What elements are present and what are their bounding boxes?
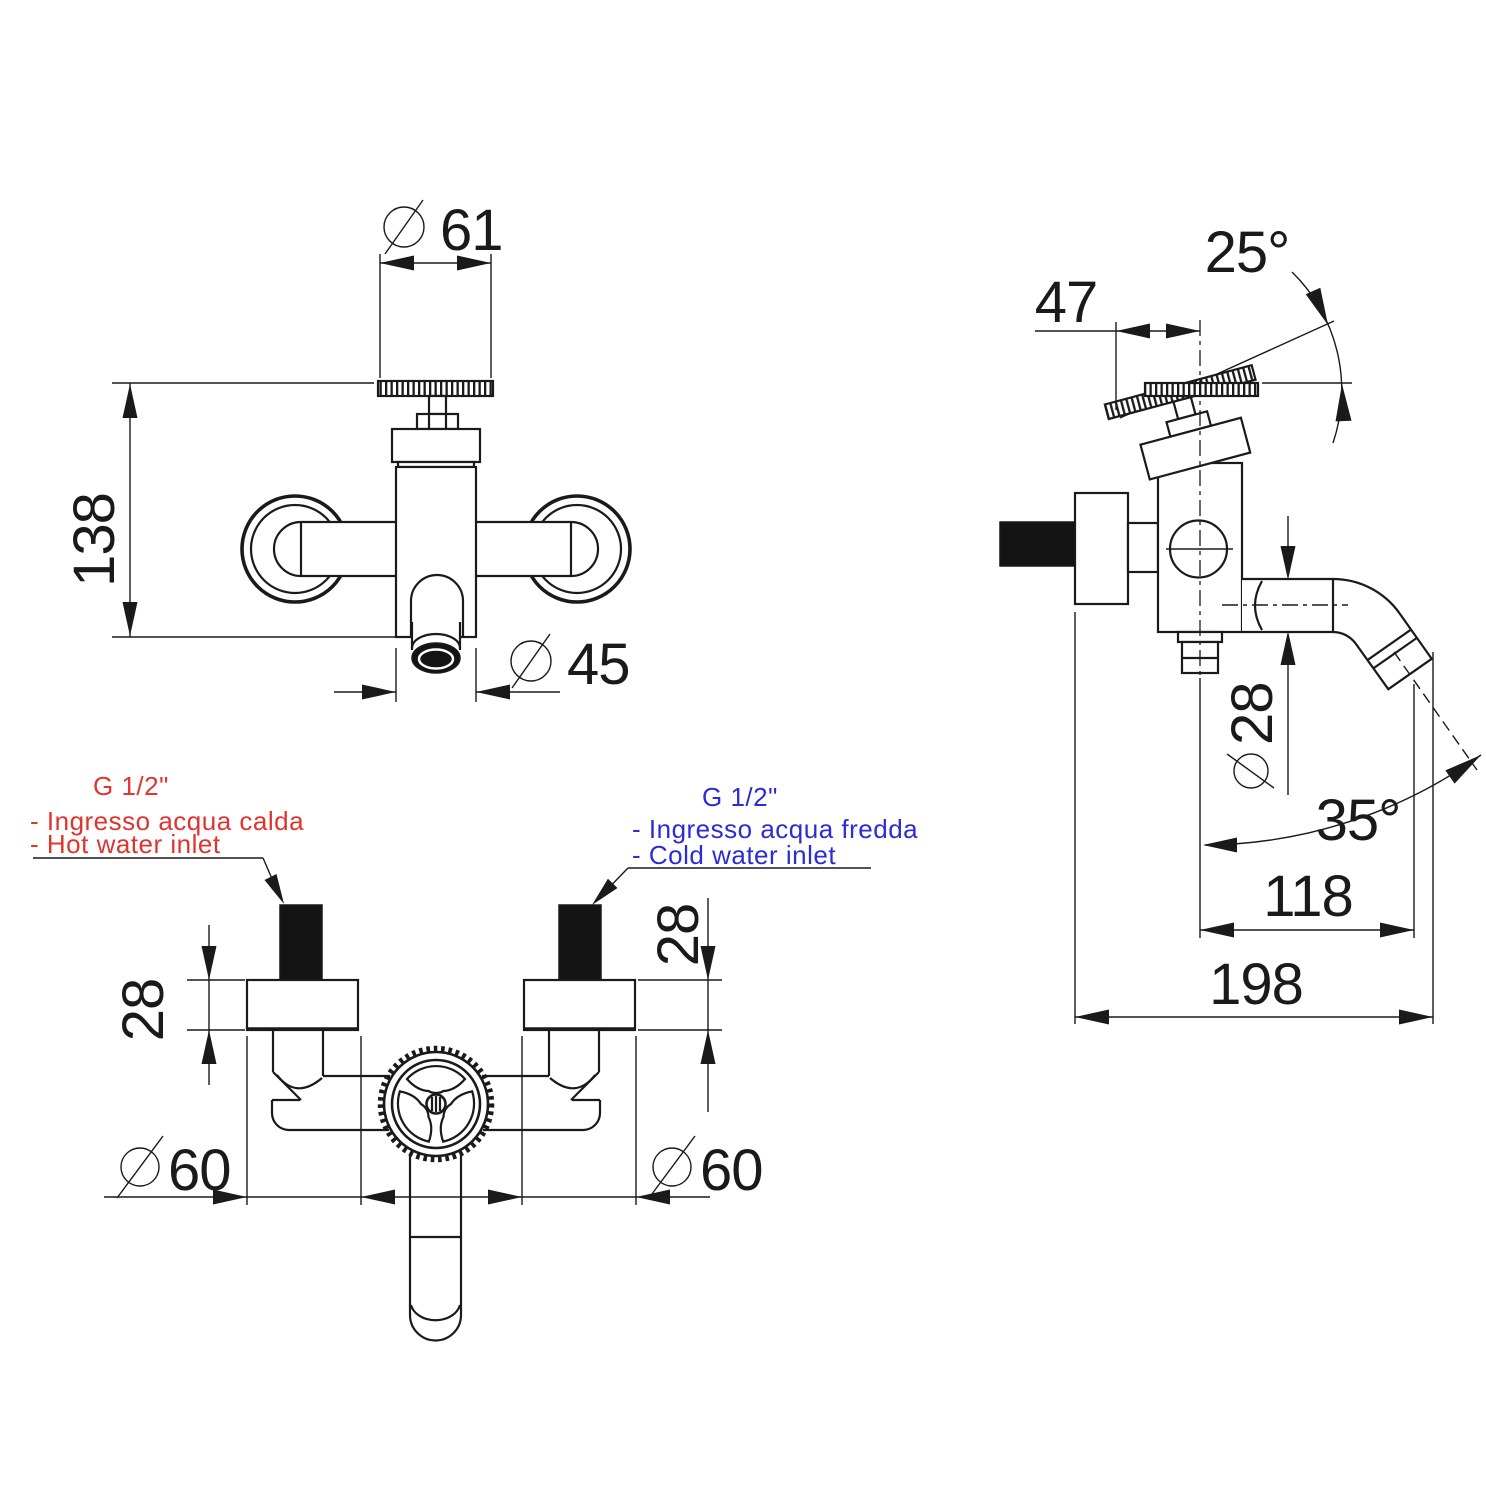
- front-arms: [272, 520, 600, 578]
- cold-water-label: G 1/2" - Ingresso acqua fredda - Cold wa…: [592, 782, 918, 905]
- dim-flange-diameters: 60 60: [104, 1036, 764, 1205]
- diameter-symbol: [652, 1147, 692, 1187]
- plan-spout: [408, 1155, 463, 1342]
- side-connector: [1126, 521, 1160, 574]
- plan-view: [245, 904, 637, 1342]
- side-view: [999, 320, 1434, 691]
- side-spout: [1222, 577, 1434, 691]
- side-handwheel-rim: [1143, 381, 1260, 398]
- cold-thread-label: G 1/2": [702, 782, 778, 812]
- side-wall-flange: [1073, 491, 1130, 606]
- dim-right-flange-diameter-label: 60: [700, 1138, 763, 1203]
- hot-water-label: G 1/2" - Ingresso acqua calda - Hot wate…: [30, 771, 304, 904]
- dim-overall-depth-label: 198: [1209, 952, 1303, 1017]
- plan-handwheel: [377, 1045, 495, 1163]
- diameter-symbol: [120, 1147, 160, 1187]
- cold-label-english: - Cold water inlet: [632, 840, 836, 870]
- dim-right-flange-depth: 28: [638, 898, 722, 1112]
- front-view: [240, 379, 632, 674]
- hot-label-english: - Hot water inlet: [30, 829, 221, 859]
- dim-left-flange-diameter-label: 60: [168, 1138, 231, 1203]
- dim-handle-diameter: 61: [379, 198, 504, 378]
- dim-overall-height: 138: [62, 382, 408, 638]
- dim-handle-angle: 25°: [1205, 220, 1352, 444]
- dim-spout-reach-label: 118: [1263, 864, 1352, 929]
- dim-handle-offset-label: 47: [1035, 270, 1098, 335]
- plan-wall-flanges: [245, 978, 637, 1032]
- plan-arms: [270, 1030, 602, 1132]
- hot-thread-label: G 1/2": [93, 771, 169, 801]
- dim-overall-depth: 198: [1074, 612, 1434, 1025]
- front-body: [394, 465, 478, 674]
- hot-label-italian: - Ingresso acqua calda: [30, 806, 304, 836]
- diameter-symbol: [383, 206, 425, 248]
- front-dimensions: 61 138 45: [62, 198, 631, 702]
- dim-handle-offset: 47: [1035, 270, 1200, 410]
- front-handwheel: [376, 379, 495, 431]
- dim-right-flange-depth-label: 28: [646, 904, 711, 967]
- side-inlet-thread: [999, 521, 1076, 567]
- dim-spout-angle: 35°: [1203, 651, 1482, 853]
- side-dimensions: 47 25° 28 35°: [1035, 220, 1482, 1025]
- dim-overall-height-label: 138: [62, 493, 127, 587]
- plan-hot-inlet-thread: [279, 904, 323, 981]
- diameter-symbol: [510, 640, 552, 682]
- diameter-symbol: [1233, 753, 1269, 789]
- dim-spout-angle-label: 35°: [1316, 788, 1401, 853]
- dim-body-diameter: 45: [334, 632, 631, 702]
- front-bonnet: [390, 427, 482, 469]
- dim-handle-angle-label: 25°: [1205, 220, 1290, 285]
- dim-spout-reach: 118: [1199, 678, 1415, 938]
- dim-body-diameter-label: 45: [567, 632, 630, 697]
- plan-cold-inlet-thread: [558, 904, 602, 981]
- dim-handle-diameter-label: 61: [440, 198, 503, 263]
- dim-spout-diameter: 28: [1220, 516, 1296, 795]
- cold-label-italian: - Ingresso acqua fredda: [632, 814, 918, 844]
- plan-dimensions: 28 28 60: [104, 898, 764, 1205]
- dim-left-flange-depth-label: 28: [111, 979, 176, 1042]
- dim-spout-diameter-label: 28: [1220, 682, 1285, 745]
- dim-left-flange-depth: 28: [111, 925, 245, 1085]
